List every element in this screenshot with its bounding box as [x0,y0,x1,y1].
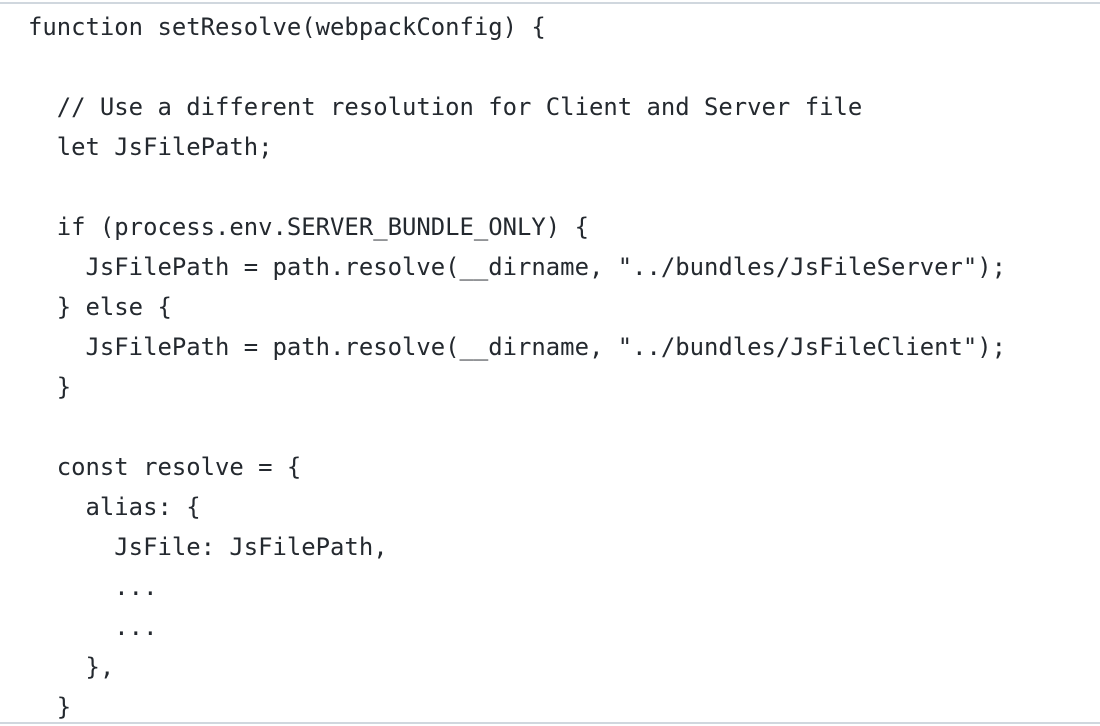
code-line: ... [28,613,158,641]
code-line: } [28,373,72,401]
code-line: JsFile: JsFilePath, [28,533,388,561]
code-line: ... [28,573,158,601]
code-line [28,407,1006,447]
code-line: JsFilePath = path.resolve(__dirname, "..… [28,253,1007,281]
code-line: if (process.env.SERVER_BUNDLE_ONLY) { [28,213,589,241]
code-line [28,167,1006,207]
code-line: let JsFilePath; [28,133,273,161]
code-line: // Use a different resolution for Client… [28,93,863,121]
code-line: }, [28,653,115,681]
code-line [28,47,1006,87]
code-content: function setResolve(webpackConfig) { // … [0,7,1007,722]
code-line: const resolve = { [28,453,302,481]
code-line: JsFilePath = path.resolve(__dirname, "..… [28,333,1007,361]
code-line: } else { [28,293,172,321]
code-line: } [28,693,72,721]
code-line: alias: { [28,493,201,521]
code-line: function setResolve(webpackConfig) { [28,13,546,41]
